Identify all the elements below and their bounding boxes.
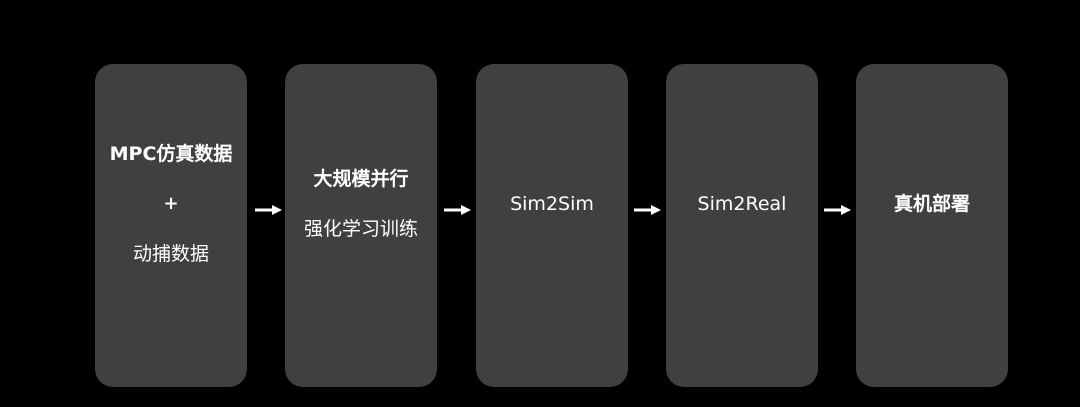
step-text-plus: + [163,193,179,214]
step-text-rl-training: 强化学习训练 [303,218,418,240]
right-arrow-icon [254,202,284,218]
step-text-sim2sim: Sim2Sim [510,193,594,215]
step-text-sim2real: Sim2Real [697,193,787,215]
step-text-real-robot-deploy: 真机部署 [893,193,970,215]
step-box-mpc-data: MPC仿真数据 + 动捕数据 [95,64,247,387]
step-text-large-scale-parallel: 大规模并行 [313,168,409,190]
step-box-sim2sim: Sim2Sim [476,64,628,387]
right-arrow-icon [633,202,663,218]
right-arrow-icon [823,202,853,218]
step-box-sim2real: Sim2Real [666,64,818,387]
step-box-rl-training: 大规模并行 强化学习训练 [285,64,437,387]
right-arrow-icon [443,202,473,218]
step-text-mpc-sim-data: MPC仿真数据 [109,143,233,165]
step-text-mocap-data: 动捕数据 [132,243,209,265]
step-box-real-robot-deploy: 真机部署 [856,64,1008,387]
